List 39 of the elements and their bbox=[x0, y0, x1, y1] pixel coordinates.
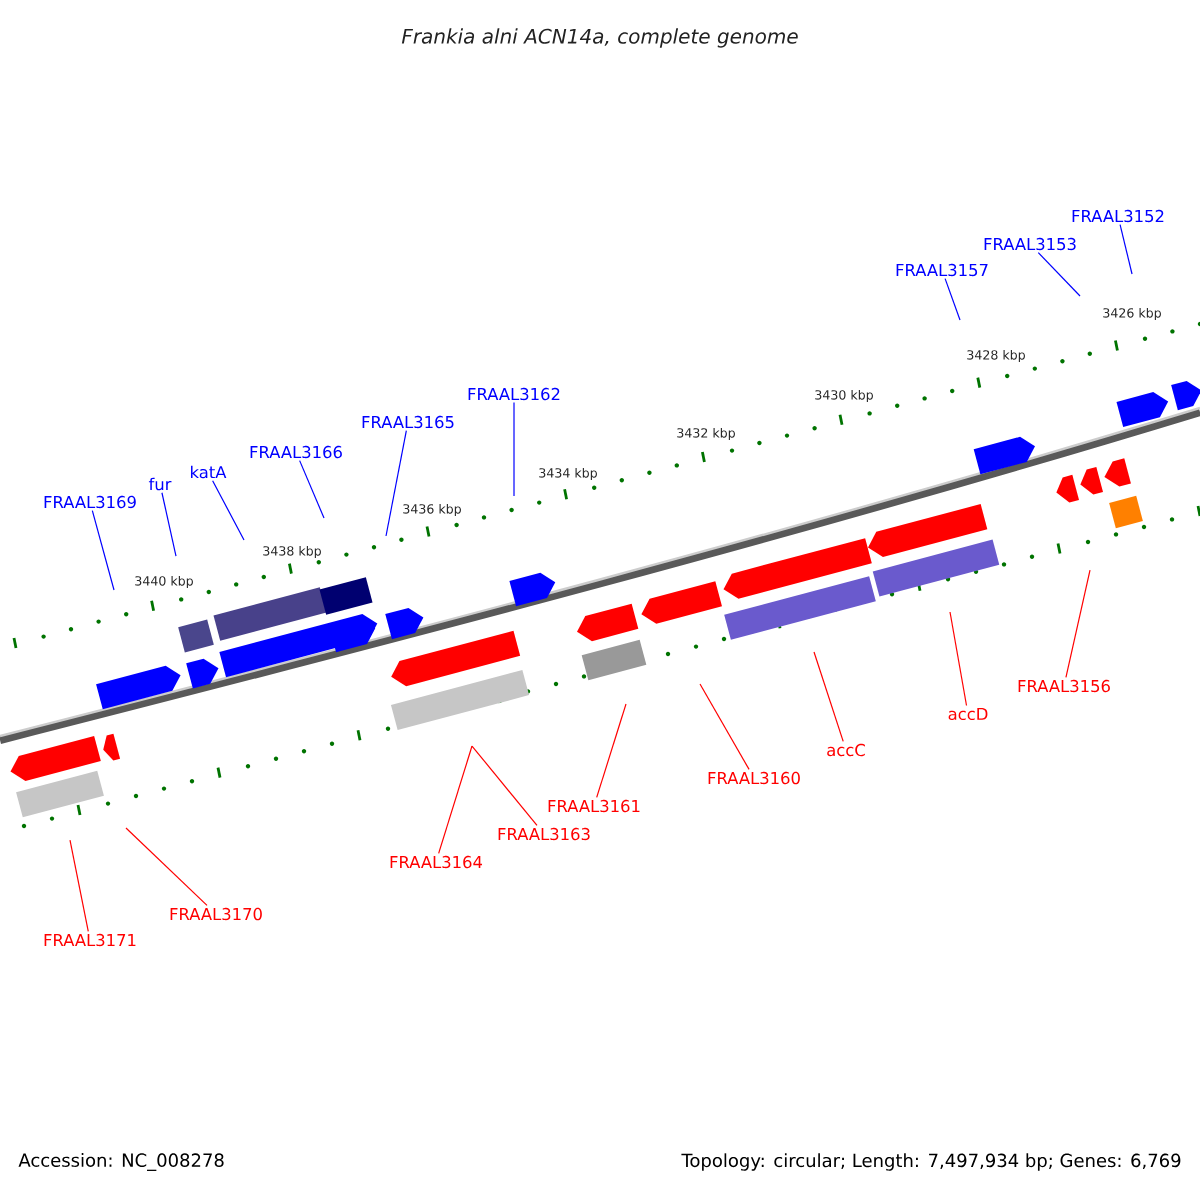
leader-line bbox=[385, 430, 407, 537]
gene-label: FRAAL3169 bbox=[44, 495, 136, 509]
leader-line bbox=[813, 651, 844, 742]
gene-label: FRAAL3170 bbox=[170, 907, 262, 921]
gene-label: FRAAL3153 bbox=[984, 237, 1076, 251]
leader-line bbox=[471, 745, 538, 826]
gene-label: FRAAL3161 bbox=[548, 799, 640, 813]
leader-line bbox=[949, 611, 968, 707]
gene-label: FRAAL3157 bbox=[896, 263, 988, 277]
leader-line bbox=[1065, 569, 1091, 678]
title: Frankia alni ACN14a, complete genome bbox=[401, 28, 798, 48]
leader-line bbox=[299, 460, 325, 519]
leader-line bbox=[1119, 224, 1133, 275]
footer-text: Topology: circular; Length: 7,497,934 bp; Genes: 6,769 bbox=[681, 1153, 1181, 1171]
leader-line bbox=[91, 510, 115, 591]
gene-label: FRAAL3163 bbox=[498, 827, 590, 841]
gene-label: FRAAL3164 bbox=[390, 855, 482, 869]
leader-line bbox=[125, 827, 208, 906]
gene-label: FRAAL3171 bbox=[44, 933, 136, 947]
gene-label: FRAAL3166 bbox=[250, 445, 342, 459]
gene-label: FRAAL3160 bbox=[708, 771, 800, 785]
leader-line bbox=[699, 683, 750, 770]
leader-line bbox=[596, 703, 627, 798]
leader-line bbox=[944, 278, 961, 321]
leader-line bbox=[438, 745, 473, 854]
leader-line bbox=[212, 480, 245, 541]
footer-text: Accession: NC_008278 bbox=[18, 1153, 224, 1171]
gene-label: accC bbox=[827, 743, 865, 757]
gene-label: fur bbox=[148, 477, 172, 491]
gene-label: FRAAL3152 bbox=[1072, 209, 1164, 223]
leader-line bbox=[1037, 252, 1081, 297]
gene-label: katA bbox=[191, 465, 227, 479]
leader-line bbox=[161, 492, 177, 557]
gene-label: FRAAL3165 bbox=[362, 415, 454, 429]
gene-label: FRAAL3156 bbox=[1018, 679, 1110, 693]
leader-line bbox=[69, 839, 89, 932]
gene-label: accD bbox=[948, 707, 988, 721]
leader-line bbox=[513, 402, 515, 497]
gene-label: FRAAL3162 bbox=[468, 387, 560, 401]
